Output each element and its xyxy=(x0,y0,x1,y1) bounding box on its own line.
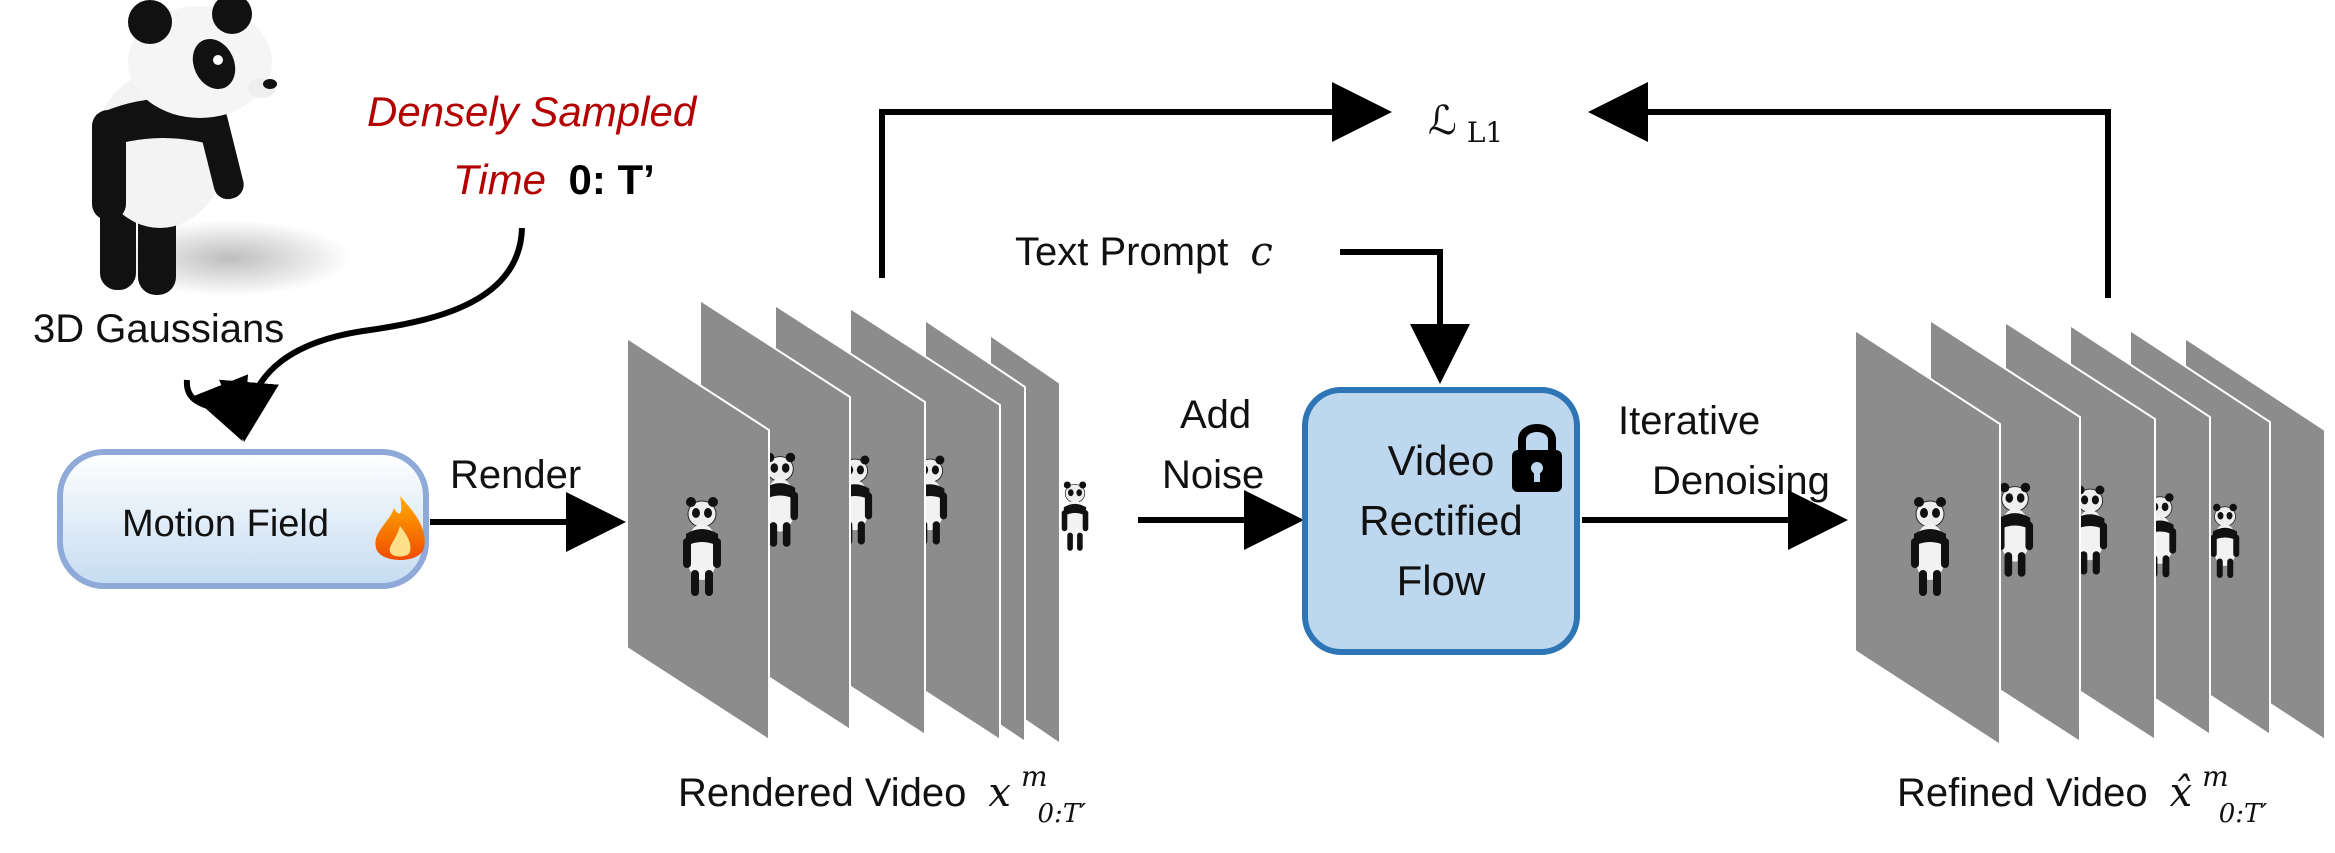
add-noise-label-1: Add xyxy=(1180,393,1251,437)
motion-field-box xyxy=(57,449,429,589)
fire-icon xyxy=(375,496,425,560)
gaussians-label: 3D Gaussians xyxy=(33,307,284,351)
loss-label: ℒ L1 xyxy=(1428,98,1503,149)
refined-to-loss-arrow xyxy=(1588,82,2111,298)
rendered-video-stack xyxy=(626,298,1089,746)
time-to-motion-arrow xyxy=(219,227,525,442)
densely-sampled-label: Densely Sampled xyxy=(367,88,698,135)
rectified-flow-box xyxy=(1302,387,1580,655)
render-label: Render xyxy=(450,453,581,497)
flow-label-1: Video xyxy=(1388,437,1495,484)
gaussians-to-motion-arrow xyxy=(183,374,249,442)
denoising-label: Denoising xyxy=(1652,459,1830,503)
refined-video-caption: Refined Video x̂ m 0:T′ xyxy=(1897,750,2267,829)
iterative-label: Iterative xyxy=(1618,399,1760,443)
flow-label-2: Rectified xyxy=(1359,497,1522,544)
motion-field-label: Motion Field xyxy=(122,503,329,545)
lock-icon xyxy=(1512,424,1562,492)
text-prompt-label: Text Prompt c xyxy=(1015,229,1273,275)
refined-video-stack xyxy=(1854,318,2326,747)
add-noise-label-2: Noise xyxy=(1162,453,1264,497)
rendered-video-caption: Rendered Video x m 0:T′ xyxy=(678,750,1086,829)
prompt-to-flow-arrow xyxy=(1340,249,1470,384)
flow-label-3: Flow xyxy=(1397,557,1486,604)
panda-figure xyxy=(92,0,350,296)
time-label: Time 0: T’ xyxy=(453,156,655,204)
rendered-to-loss-arrow xyxy=(879,82,1392,278)
